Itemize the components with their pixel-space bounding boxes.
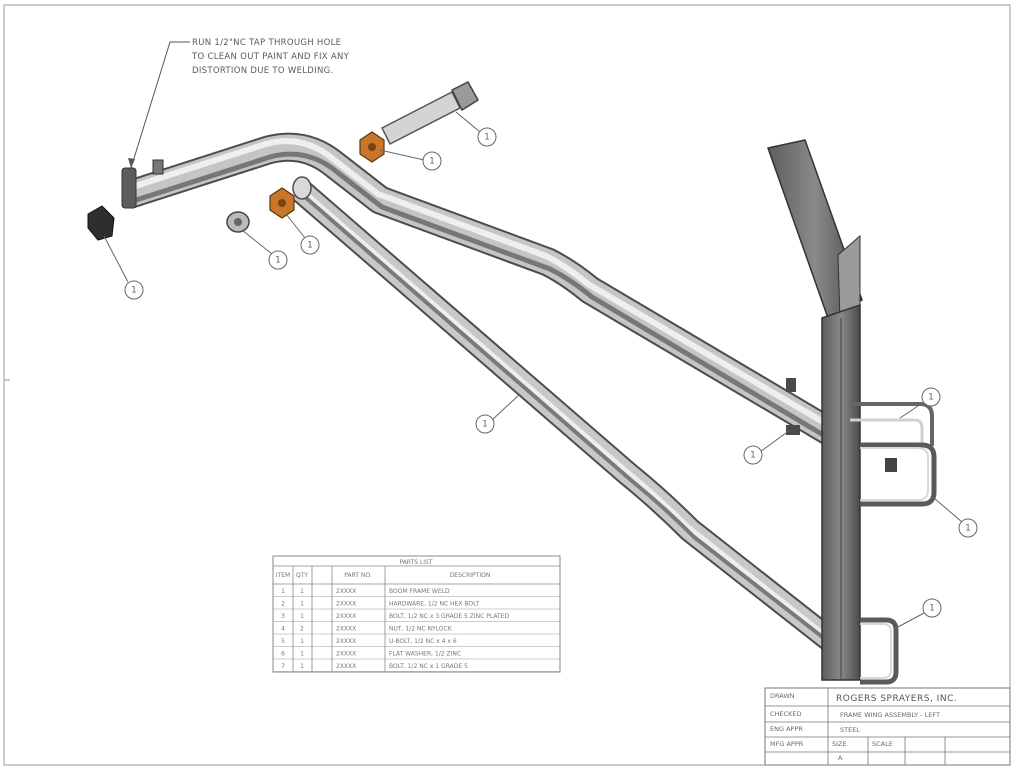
table-cell-qty: 1 xyxy=(300,601,304,608)
table-cell-part: 2XXXX xyxy=(336,626,356,633)
balloon-1 xyxy=(124,280,144,300)
table-cell-part: 2XXXX xyxy=(336,638,356,645)
table-cell-qty: 1 xyxy=(300,638,304,645)
title-block: DRAWN CHECKED ENG APPR MFG APPR SIZE SCA… xyxy=(764,687,1011,766)
balloon-5-label: 1 xyxy=(484,133,490,143)
balloon-3 xyxy=(300,235,320,255)
tb-size: A xyxy=(838,754,843,762)
tb-label-eng: ENG APPR xyxy=(770,725,803,733)
table-cell-part: 2XXXX xyxy=(336,588,356,595)
note-line-1: RUN 1/2"NC TAP THROUGH HOLE xyxy=(192,38,341,48)
parts-list-title: PARTS LIST xyxy=(399,559,432,566)
note-line-3: DISTORTION DUE TO WELDING. xyxy=(192,66,334,76)
table-cell-part: 2XXXX xyxy=(336,663,356,670)
balloon-2 xyxy=(268,250,288,270)
tb-label-drawn: DRAWN xyxy=(770,692,795,700)
table-cell-item: 3 xyxy=(281,613,285,620)
table-cell-qty: 1 xyxy=(300,663,304,670)
balloon-9-label: 1 xyxy=(965,524,971,534)
lower-u-bolt xyxy=(860,617,899,685)
vertical-post xyxy=(767,139,863,681)
table-cell-item: 5 xyxy=(281,638,285,645)
table-cell-part: 2XXXX xyxy=(336,613,356,620)
header-part-no: PART NO. xyxy=(344,572,372,579)
upper-u-bolt xyxy=(850,402,937,507)
lower-nut xyxy=(269,187,295,219)
end-cap xyxy=(87,205,115,241)
tb-label-mfg: MFG APPR xyxy=(770,740,804,748)
balloon-9 xyxy=(958,518,978,538)
upper-nut xyxy=(359,131,385,163)
balloon-4-label: 1 xyxy=(429,157,435,167)
table-cell-desc: BOLT, 1/2 NC x 3 GRADE 5 ZINC PLATED xyxy=(389,613,509,620)
balloon-10 xyxy=(922,598,942,618)
balloon-7 xyxy=(743,445,763,465)
table-cell-desc: FLAT WASHER, 1/2 ZINC xyxy=(389,651,461,658)
balloon-6-label: 1 xyxy=(482,420,488,430)
tb-company: ROGERS SPRAYERS, INC. xyxy=(836,694,957,704)
table-cell-item: 4 xyxy=(281,626,285,633)
tb-material: STEEL xyxy=(840,726,860,734)
tb-label-scale: SCALE xyxy=(872,740,893,748)
table-cell-desc: BOLT, 1/2 NC x 1 GRADE 5 xyxy=(389,663,468,670)
table-cell-desc: U-BOLT, 1/2 NC x 4 x 6 xyxy=(389,638,457,645)
header-qty: QTY xyxy=(296,572,308,579)
lower-brace-tube xyxy=(291,176,838,650)
balloon-7-label: 1 xyxy=(750,451,756,461)
post-bolt xyxy=(786,378,800,435)
table-cell-part: 2XXXX xyxy=(336,601,356,608)
table-cell-item: 7 xyxy=(281,663,285,670)
tb-title: FRAME WING ASSEMBLY - LEFT xyxy=(840,711,940,719)
table-cell-qty: 1 xyxy=(300,588,304,595)
balloon-10-label: 1 xyxy=(929,604,935,614)
balloon-8-label: 1 xyxy=(928,393,934,403)
tb-label-size: SIZE xyxy=(832,740,847,748)
balloon-4 xyxy=(422,151,442,171)
item-balloons: 1 1 1 1 1 1 1 1 1 1 xyxy=(103,111,978,629)
note-arrowhead xyxy=(128,158,135,168)
table-cell-item: 2 xyxy=(281,601,285,608)
table-cell-qty: 1 xyxy=(300,651,304,658)
table-cell-part: 2XXXX xyxy=(336,651,356,658)
table-cell-qty: 2 xyxy=(300,626,304,633)
sheet-border xyxy=(3,4,1011,766)
parts-list-rows: 1 1 2XXXX BOOM FRAME WELD 2 1 2XXXX HARDWARE, 1… xyxy=(273,588,560,672)
table-cell-desc: HARDWARE, 1/2 NC HEX BOLT xyxy=(389,601,480,608)
table-cell-desc: BOOM FRAME WELD xyxy=(389,588,450,595)
table-cell-item: 6 xyxy=(281,651,285,658)
header-item: ITEM xyxy=(276,572,290,579)
table-cell-item: 1 xyxy=(281,588,285,595)
note-leader xyxy=(130,41,190,169)
table-cell-desc: NUT, 1/2 NC NYLOCK xyxy=(389,626,453,633)
header-description: DESCRIPTION xyxy=(450,572,491,579)
balloon-8 xyxy=(921,387,941,407)
tb-label-checked: CHECKED xyxy=(770,710,801,718)
balloon-2-label: 1 xyxy=(275,256,281,266)
upper-boom-tube xyxy=(121,132,838,445)
weld-note: RUN 1/2"NC TAP THROUGH HOLE TO CLEAN OUT… xyxy=(128,38,350,169)
parts-list-table: PARTS LIST ITEM QTY PART NO. DESCRIPTION… xyxy=(272,555,561,673)
table-cell-qty: 1 xyxy=(300,613,304,620)
balloon-3-label: 1 xyxy=(307,241,313,251)
balloon-5 xyxy=(477,127,497,147)
balloon-1-label: 1 xyxy=(131,286,137,296)
u-bolt-nut xyxy=(885,458,897,472)
top-bolt xyxy=(380,81,480,146)
note-line-2: TO CLEAN OUT PAINT AND FIX ANY xyxy=(191,52,350,62)
balloon-6 xyxy=(475,414,495,434)
washer xyxy=(226,211,250,233)
